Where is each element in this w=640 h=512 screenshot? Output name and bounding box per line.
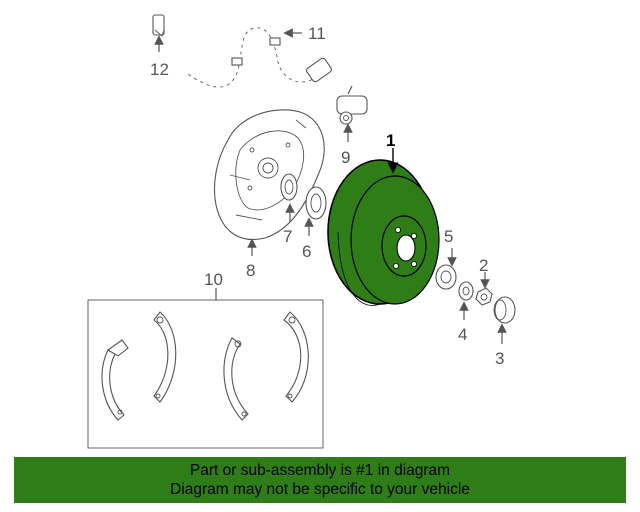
exploded-parts-diagram: 12 11 9: [87, 14, 516, 449]
part-9-wheel-cylinder: 9: [336, 85, 368, 167]
part-11-sensor-wire: 11: [184, 24, 332, 88]
callout-10: 10: [204, 270, 223, 289]
callout-3: 3: [495, 349, 504, 368]
part-10-brake-shoe-set: 10: [87, 270, 324, 449]
callout-2: 2: [479, 256, 488, 275]
part-7-seal: 7: [280, 173, 298, 246]
callout-11: 11: [308, 24, 326, 43]
part-6-bearing: 6: [302, 186, 327, 261]
callout-6: 6: [302, 242, 311, 261]
part-2-nut: 2: [475, 256, 493, 306]
callout-5: 5: [444, 227, 453, 246]
part-4-washer: 4: [458, 281, 474, 344]
callout-8: 8: [246, 261, 255, 280]
banner-line-1: Part or sub-assembly is #1 in diagram: [189, 462, 451, 479]
info-banner: Part or sub-assembly is #1 in diagram Di…: [14, 457, 626, 503]
banner-line-2: Diagram may not be specific to your vehi…: [170, 481, 470, 498]
part-8-backing-plate: 8: [213, 109, 325, 280]
callout-9: 9: [341, 148, 350, 167]
callout-4: 4: [458, 325, 467, 344]
callout-1: 1: [386, 131, 395, 150]
part-5-hub-seal: 5: [435, 227, 457, 290]
part-12-clip: 12: [150, 14, 169, 79]
part-3-grease-cap: 3: [493, 296, 516, 368]
part-1-brake-drum: 1: [327, 131, 440, 306]
callout-7: 7: [283, 227, 292, 246]
callout-12: 12: [150, 60, 169, 79]
